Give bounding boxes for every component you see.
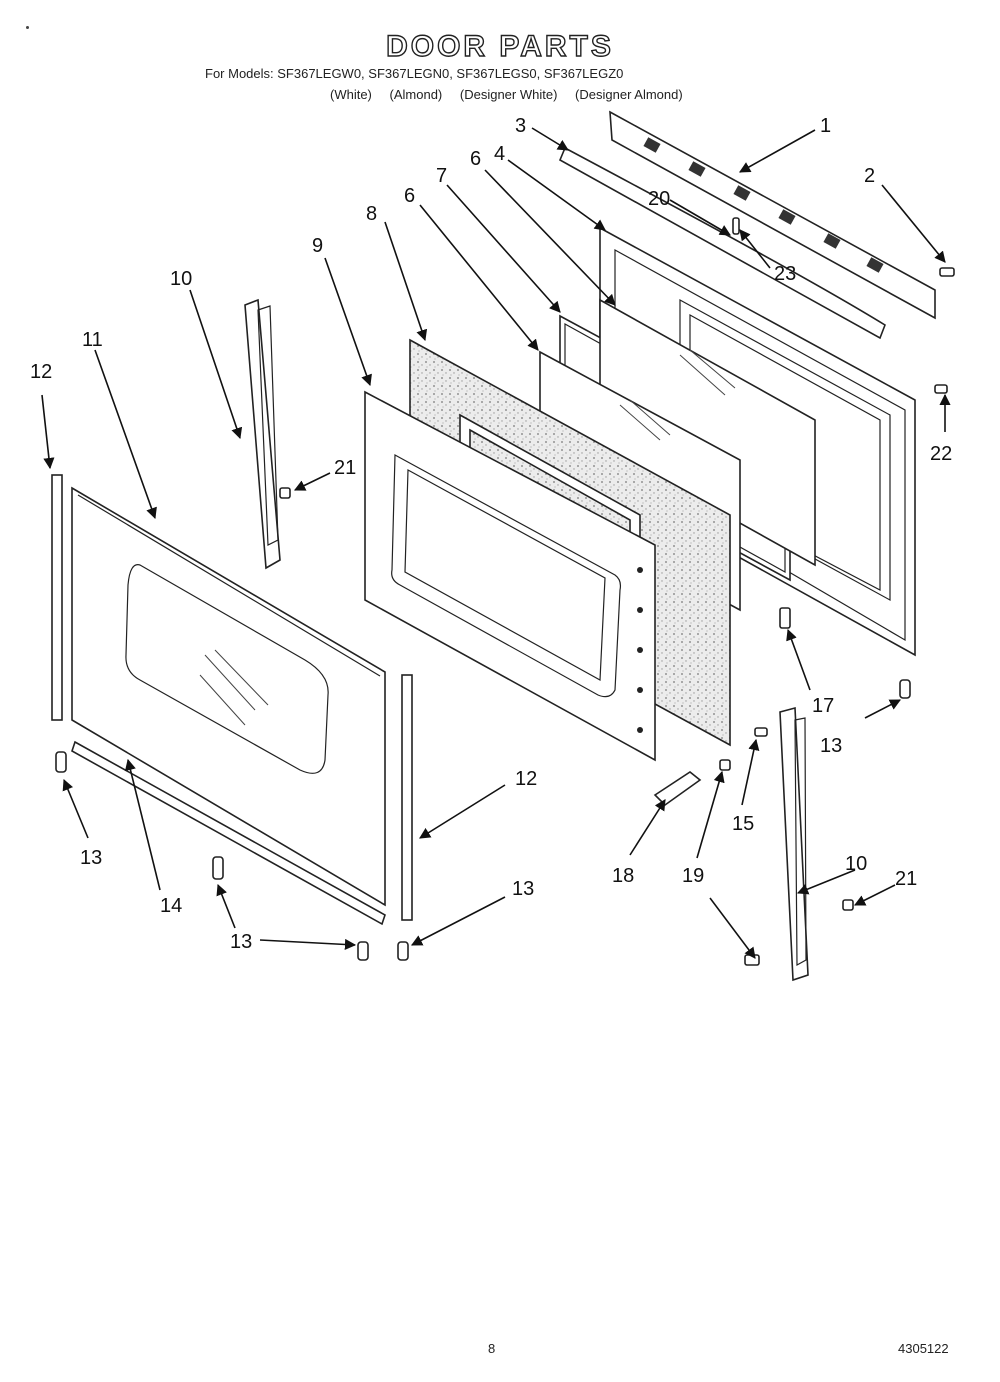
callout-7: 7 — [436, 165, 447, 187]
callout-13d: 13 — [80, 847, 102, 869]
callout-2: 2 — [864, 165, 875, 187]
callout-11: 11 — [82, 329, 103, 351]
finish-designer-white: (Designer White) — [459, 87, 558, 102]
finish-almond: (Almond) — [389, 87, 443, 102]
callout-21b: 21 — [895, 868, 917, 890]
finish-list: (White) (Almond) (Designer White) (Desig… — [330, 87, 830, 102]
callout-10b: 10 — [845, 853, 867, 875]
callout-22: 22 — [930, 443, 952, 465]
callout-12b: 12 — [515, 768, 537, 790]
part-hinge-channel-left — [244, 298, 281, 570]
finish-designer-almond: (Designer Almond) — [575, 87, 683, 102]
part-door-frame — [364, 390, 656, 762]
callout-12a: 12 — [30, 361, 52, 383]
callout-3: 3 — [515, 115, 526, 137]
leader-lines — [41, 127, 951, 959]
callout-9: 9 — [312, 235, 323, 257]
document-number: 4305122 — [898, 1341, 949, 1356]
callout-4: 4 — [494, 143, 505, 165]
callout-13a: 13 — [820, 735, 842, 757]
part-outer-door-panel — [71, 486, 386, 907]
page-number: 8 — [488, 1341, 496, 1356]
callout-8: 8 — [366, 203, 377, 225]
callout-17: 17 — [812, 695, 834, 717]
callout-19: 19 — [682, 865, 704, 887]
callout-13b: 13 — [512, 878, 534, 900]
callout-18: 18 — [612, 865, 634, 887]
diagram-title: DOOR PARTS — [385, 29, 614, 63]
part-hinge-bracket — [653, 771, 702, 807]
part-screws — [55, 217, 955, 966]
callout-21a: 21 — [334, 457, 356, 479]
callout-labels: 1 2 3 4 6 7 6 8 9 10 11 12 21 20 23 22 1… — [30, 115, 952, 953]
finish-white: (White) — [330, 87, 372, 102]
part-bottom-trim — [71, 740, 386, 926]
part-hinge-channel-right — [779, 706, 809, 982]
callout-15: 15 — [732, 813, 754, 835]
callout-14: 14 — [160, 895, 182, 917]
callout-1: 1 — [820, 115, 831, 137]
callout-23: 23 — [774, 263, 796, 285]
callout-20: 20 — [648, 188, 670, 210]
callout-6a: 6 — [470, 148, 481, 170]
part-vent-trim — [609, 110, 936, 320]
model-list: For Models: SF367LEGW0, SF367LEGN0, SF36… — [205, 66, 624, 81]
part-side-trim-left — [51, 474, 63, 721]
part-side-trim-right — [401, 674, 413, 921]
callout-10a: 10 — [170, 268, 192, 290]
part-handle-strip — [558, 146, 886, 340]
callout-13c: 13 — [230, 931, 252, 953]
scan-speck — [26, 26, 29, 29]
callout-6b: 6 — [404, 185, 415, 207]
